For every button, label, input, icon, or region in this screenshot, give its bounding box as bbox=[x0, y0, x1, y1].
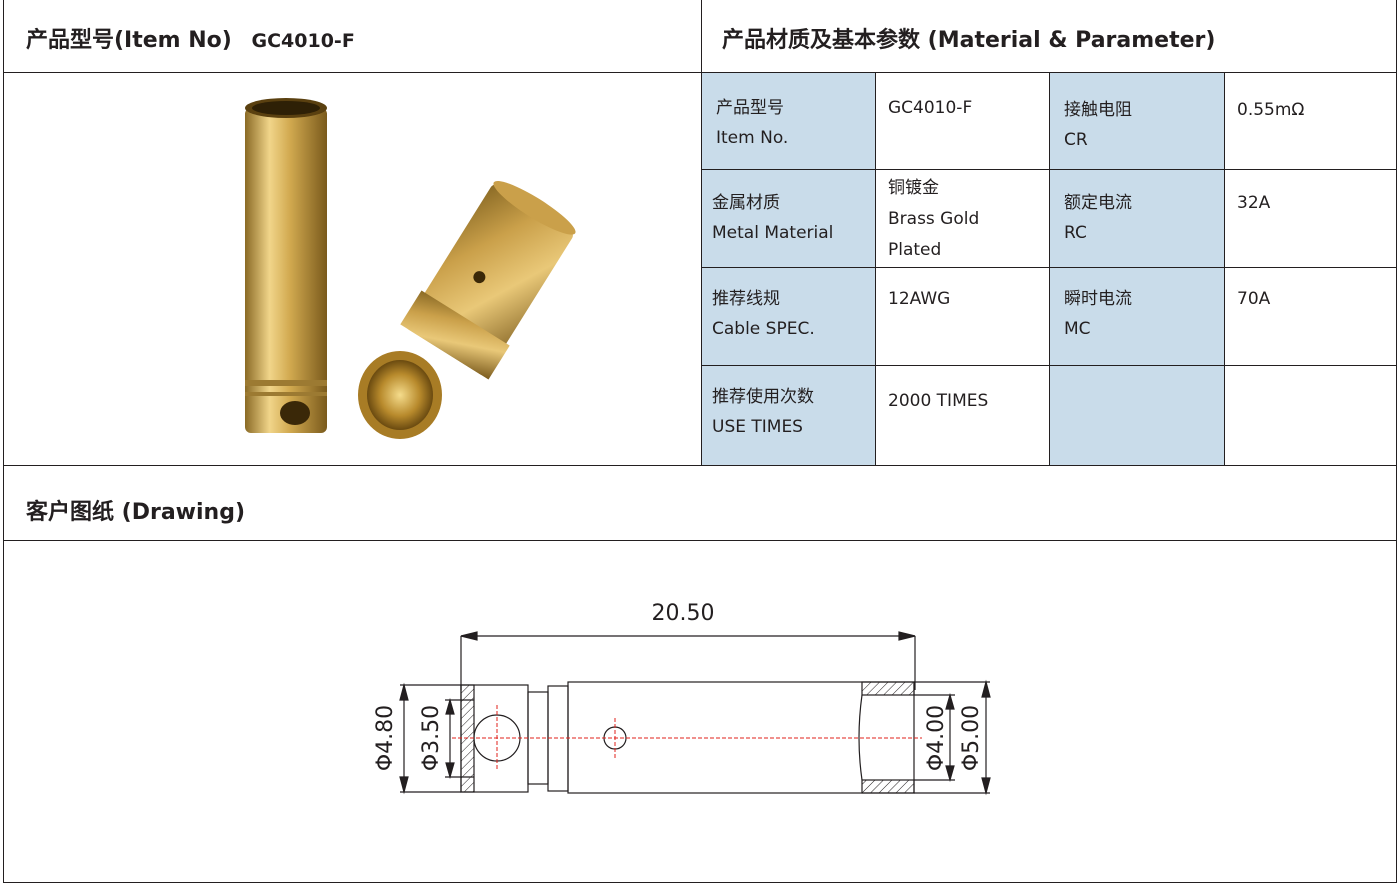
param-value-cable-spec: 12AWG bbox=[888, 289, 951, 309]
drawing-title: 客户图纸 (Drawing) bbox=[26, 500, 246, 525]
param-label-cn: 瞬时电流 bbox=[1064, 289, 1132, 309]
param-label-en: Metal Material bbox=[712, 223, 834, 243]
param-label-cn: 金属材质 bbox=[712, 193, 780, 213]
param-value-contact-resistance: 0.55mΩ bbox=[1237, 100, 1305, 120]
connector-upright bbox=[245, 98, 327, 433]
table-row-rule bbox=[701, 365, 1397, 366]
item-no-title: 产品型号(Item No) bbox=[26, 28, 232, 53]
param-label-use-times: 推荐使用次数 USE TIMES bbox=[702, 366, 876, 465]
table-row-rule bbox=[701, 169, 1397, 170]
item-no-header-value: GC4010-F bbox=[251, 30, 355, 52]
param-label-cn: 推荐使用次数 bbox=[712, 387, 814, 407]
param-label-rated-current: 额定电流 RC bbox=[1050, 170, 1225, 268]
table-row-rule bbox=[701, 267, 1397, 268]
material-parameter-header: 产品材质及基本参数 (Material & Parameter) bbox=[722, 28, 1216, 53]
param-value-empty bbox=[1225, 366, 1395, 465]
item-no-header: 产品型号(Item No) GC4010-F bbox=[26, 22, 355, 54]
param-label-cn: 接触电阻 bbox=[1064, 100, 1132, 120]
param-label-cn: 推荐线规 bbox=[712, 289, 780, 309]
param-label-en: MC bbox=[1064, 319, 1091, 339]
connector-tilted bbox=[400, 180, 576, 380]
param-value-cn: 铜镀金 bbox=[888, 178, 939, 198]
drawing-header-rule bbox=[3, 540, 1397, 541]
param-value-momentary-current: 70A bbox=[1237, 289, 1271, 309]
param-value-en: Brass Gold bbox=[888, 209, 980, 229]
param-label-en: RC bbox=[1064, 223, 1087, 243]
page-frame bbox=[3, 0, 1397, 883]
tilted-connector-bore bbox=[367, 360, 433, 430]
param-label-en: Cable SPEC. bbox=[712, 319, 815, 339]
param-label-en: USE TIMES bbox=[712, 417, 803, 437]
table-col-rule bbox=[875, 72, 876, 465]
section-rule bbox=[3, 465, 1397, 466]
table-col-rule bbox=[1049, 72, 1050, 465]
param-label-item-no: 产品型号 Item No. bbox=[702, 73, 876, 170]
param-label-empty bbox=[1050, 366, 1225, 465]
product-photo bbox=[245, 98, 576, 439]
param-label-cable-spec: 推荐线规 Cable SPEC. bbox=[702, 268, 876, 366]
param-value-metal-material: 铜镀金 Brass Gold Plated bbox=[876, 170, 1050, 268]
param-label-en: Item No. bbox=[716, 128, 789, 148]
header-bottom-rule bbox=[3, 72, 1397, 73]
param-label-metal-material: 金属材质 Metal Material bbox=[702, 170, 876, 268]
header-divider bbox=[701, 0, 702, 465]
param-value-rated-current: 32A bbox=[1237, 193, 1271, 213]
param-label-contact-resistance: 接触电阻 CR bbox=[1050, 73, 1225, 170]
param-value-item-no: GC4010-F bbox=[888, 98, 973, 118]
param-label-momentary-current: 瞬时电流 MC bbox=[1050, 268, 1225, 366]
param-label-en: CR bbox=[1064, 130, 1088, 150]
param-value-en: Plated bbox=[888, 240, 942, 260]
param-value-use-times: 2000 TIMES bbox=[888, 391, 989, 411]
param-label-cn: 产品型号 bbox=[716, 98, 784, 118]
table-col-rule bbox=[1224, 72, 1225, 465]
param-label-cn: 额定电流 bbox=[1064, 193, 1132, 213]
